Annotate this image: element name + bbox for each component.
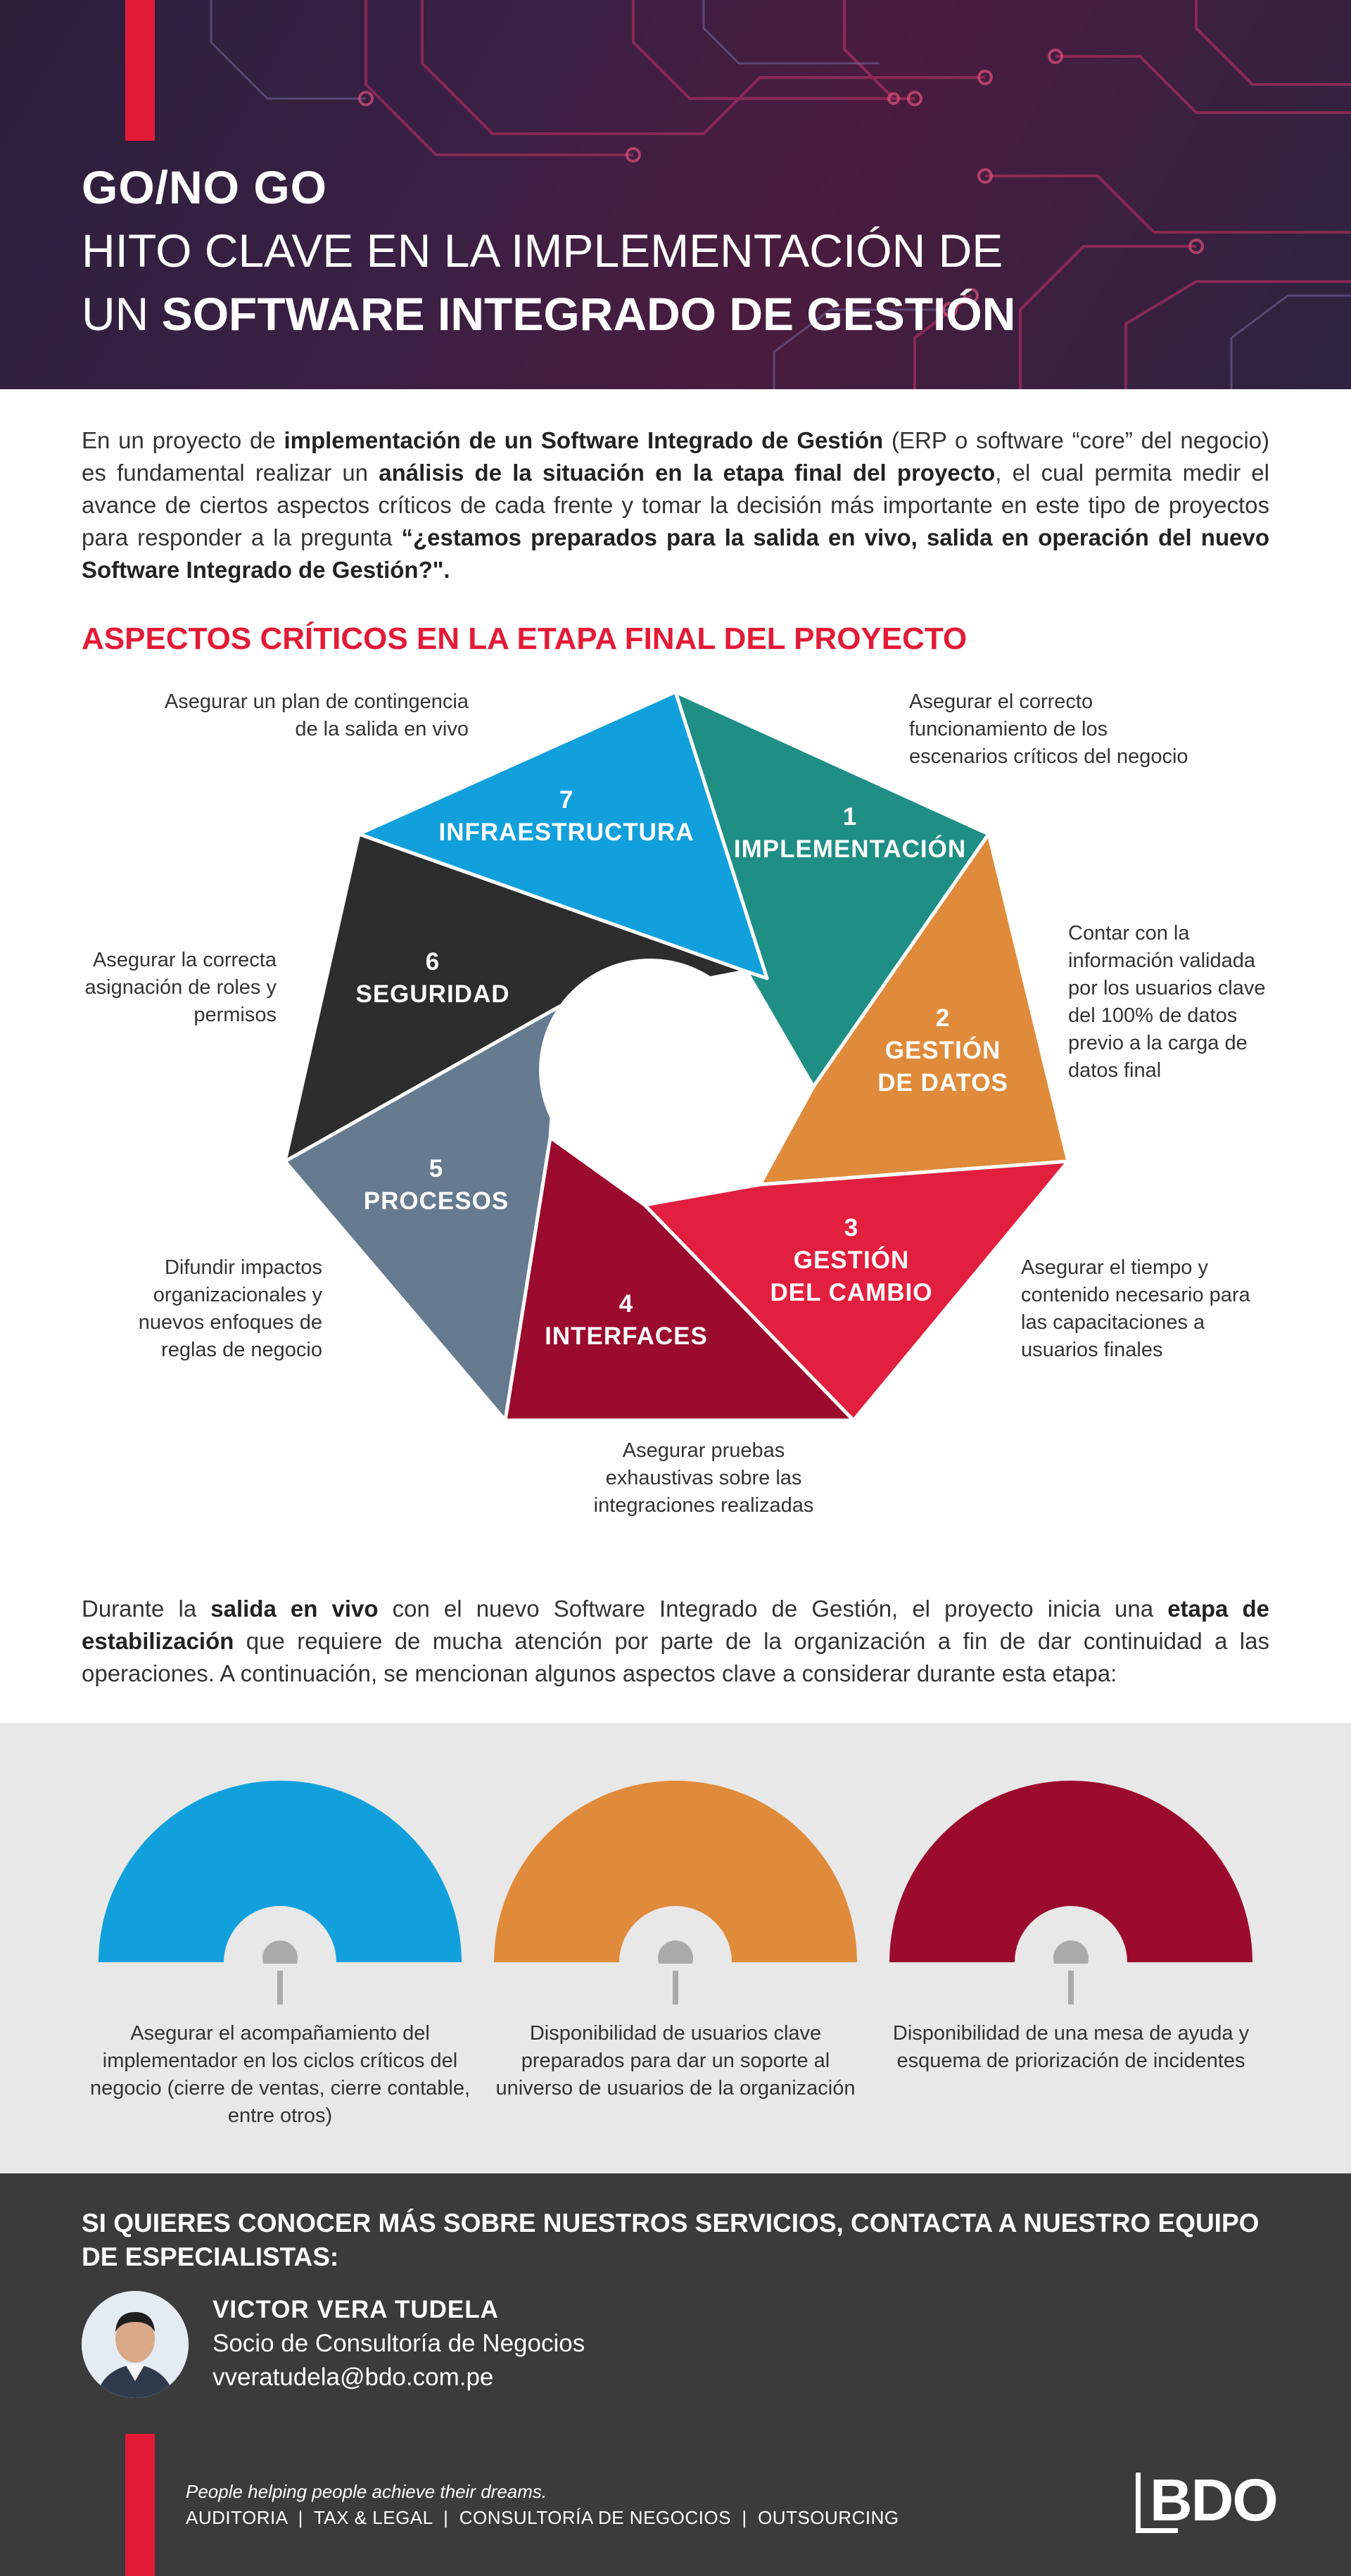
contact-name: VICTOR VERA TUDELA	[213, 2296, 499, 2323]
footer-tagline: People helping people achieve their drea…	[186, 2481, 547, 2502]
circuit-background	[210, 0, 1351, 389]
hero-banner	[0, 0, 1351, 389]
contact-email-link[interactable]: vveratudela@bdo.com.pe	[213, 2363, 494, 2391]
page-title: GO/NO GO	[82, 161, 328, 213]
key-point-text-3: Disponibilidad de una mesa de ayuda y es…	[892, 2022, 1250, 2072]
page-subtitle-line2: UN SOFTWARE INTEGRADO DE GESTIÓN	[82, 288, 1016, 340]
center-circle	[539, 959, 761, 1181]
key-point-text-2: Disponibilidad de usuarios clave prepara…	[495, 2022, 856, 2100]
stabilization-paragraph: Durante la salida en vivo con el nuevo S…	[82, 1596, 1269, 1686]
section-title: ASPECTOS CRÍTICOS EN LA ETAPA FINAL DEL …	[82, 621, 968, 656]
pin-stem-1	[277, 1971, 283, 2004]
accent-bar	[125, 0, 155, 141]
footer-services: AUDITORIA | TAX & LEGAL | CONSULTORÍA DE…	[186, 2507, 899, 2528]
heptagon-svg	[283, 690, 1070, 1422]
page-subtitle-line1: HITO CLAVE EN LA IMPLEMENTACIÓN DE	[82, 225, 1003, 277]
arch-icon-blue	[99, 1781, 462, 1964]
pin-stem-2	[673, 1971, 678, 2004]
avatar	[82, 2291, 189, 2398]
note-implementacion: Asegurar el correcto funcionamiento de l…	[909, 690, 1188, 768]
pin-stem-3	[1068, 1971, 1074, 2004]
note-seguridad: Asegurar la correcta asignación de roles…	[84, 949, 277, 1026]
arch-icon-crimson	[889, 1781, 1252, 1964]
bdo-logo[interactable]: BDO	[1133, 2467, 1309, 2537]
note-interfaces: Asegurar pruebas exhaustivas sobre las i…	[593, 1439, 814, 1517]
note-procesos: Difundir impactos organizacionales y nue…	[138, 1256, 322, 1361]
arch-icon-orange	[494, 1781, 857, 1964]
key-point-text-1: Asegurar el acompañamiento del implement…	[90, 2022, 471, 2127]
note-gestion-datos: Contar con la información validada por l…	[1068, 922, 1266, 1082]
footer-accent-bar	[125, 2434, 155, 2576]
logo-text: BDO	[1150, 2467, 1277, 2533]
contact-role: Socio de Consultoría de Negocios	[213, 2330, 585, 2357]
intro-paragraph: En un proyecto de implementación de un S…	[82, 427, 1269, 583]
note-infraestructura: Asegurar un plan de contingencia de la s…	[164, 690, 469, 740]
note-gestion-cambio: Asegurar el tiempo y contenido necesario…	[1021, 1256, 1250, 1361]
segment-infraestructura	[357, 690, 769, 980]
contact-title: SI QUIERES CONOCER MÁS SOBRE NUESTROS SE…	[82, 2209, 1260, 2271]
contact-section	[0, 2173, 1351, 2576]
